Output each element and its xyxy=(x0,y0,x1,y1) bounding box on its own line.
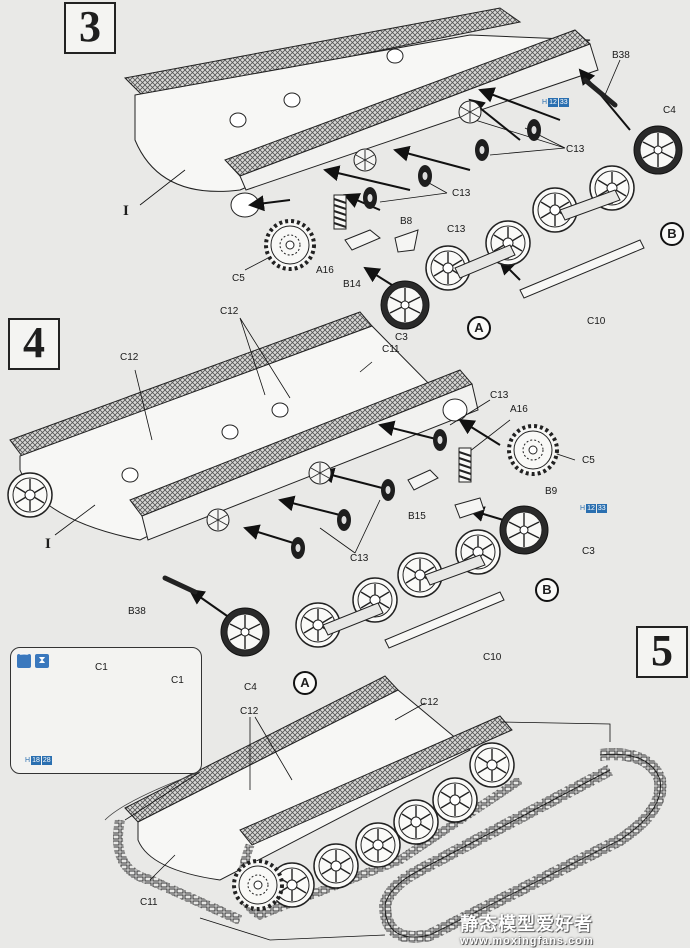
ref-n1: 12 xyxy=(586,504,596,513)
label-c12b-step5: C12 xyxy=(420,697,439,708)
label-c12b-step4: C12 xyxy=(220,306,239,317)
step3-hull xyxy=(123,7,599,218)
ref-prefix: H xyxy=(25,757,31,764)
label-c10-step4: C10 xyxy=(483,652,502,663)
label-c3-step3: C3 xyxy=(395,332,408,343)
label-c13c-step3: C13 xyxy=(447,224,466,235)
cement-icon: ⁀ xyxy=(17,654,31,668)
watermark-url: www.moxingfans.com xyxy=(460,935,594,947)
watermark-title: 静态模型爱好者 xyxy=(460,914,593,934)
label-c12a-step4: C12 xyxy=(120,352,139,363)
marker-b-step4: B xyxy=(535,578,559,602)
label-c13b-step3: C13 xyxy=(452,188,471,199)
ref-prefix: H xyxy=(580,505,586,512)
label-b38-step3: B38 xyxy=(612,50,630,61)
label-c5-step3: C5 xyxy=(232,273,245,284)
marker-b-step3: B xyxy=(660,222,684,246)
marker-a-step4: A xyxy=(293,671,317,695)
step-number-4: 4 xyxy=(8,318,60,370)
ref-prefix: H xyxy=(542,99,548,106)
label-c1a: C1 xyxy=(95,662,108,673)
label-c11-step4: C11 xyxy=(382,344,400,355)
label-a16-step4: A16 xyxy=(510,404,528,415)
label-i-step3: I xyxy=(123,203,129,219)
label-c4-step3: C4 xyxy=(663,105,676,116)
ref-n2: 33 xyxy=(558,98,569,107)
marker-a-step3: A xyxy=(467,316,491,340)
label-c4-step4: C4 xyxy=(244,682,257,693)
label-b9-step4: B9 xyxy=(545,486,558,497)
label-a16-step3: A16 xyxy=(316,265,334,276)
label-c13b-step4: C13 xyxy=(350,553,369,564)
ref-n2: 28 xyxy=(41,756,52,765)
label-b8-step3: B8 xyxy=(400,216,413,227)
watermark: 静态模型爱好者 www.moxingfans.com xyxy=(460,910,594,947)
label-c12a-step5: C12 xyxy=(240,706,259,717)
step-number-3: 3 xyxy=(64,2,116,54)
step4-hull xyxy=(9,311,479,541)
label-b14-step3: B14 xyxy=(343,279,361,290)
label-c5-step4: C5 xyxy=(582,455,595,466)
ref-n1: 18 xyxy=(31,756,41,765)
label-b38-step4: B38 xyxy=(128,606,146,617)
step5-hull xyxy=(124,675,513,881)
ref-n2: 33 xyxy=(596,504,607,513)
label-i-step4: I xyxy=(45,536,51,552)
label-c10-step3: C10 xyxy=(587,316,606,327)
label-c13a-step4: C13 xyxy=(490,390,509,401)
label-b15-step4: B15 xyxy=(408,511,426,522)
label-c11-step5: C11 xyxy=(140,897,158,908)
ref-n1: 12 xyxy=(548,98,558,107)
label-c3-step4: C3 xyxy=(582,546,595,557)
label-c1b: C1 xyxy=(171,675,184,686)
label-c13a-step3: C13 xyxy=(566,144,585,155)
step-number-5: 5 xyxy=(636,626,688,678)
paint-icon: ⧗ xyxy=(35,654,49,668)
